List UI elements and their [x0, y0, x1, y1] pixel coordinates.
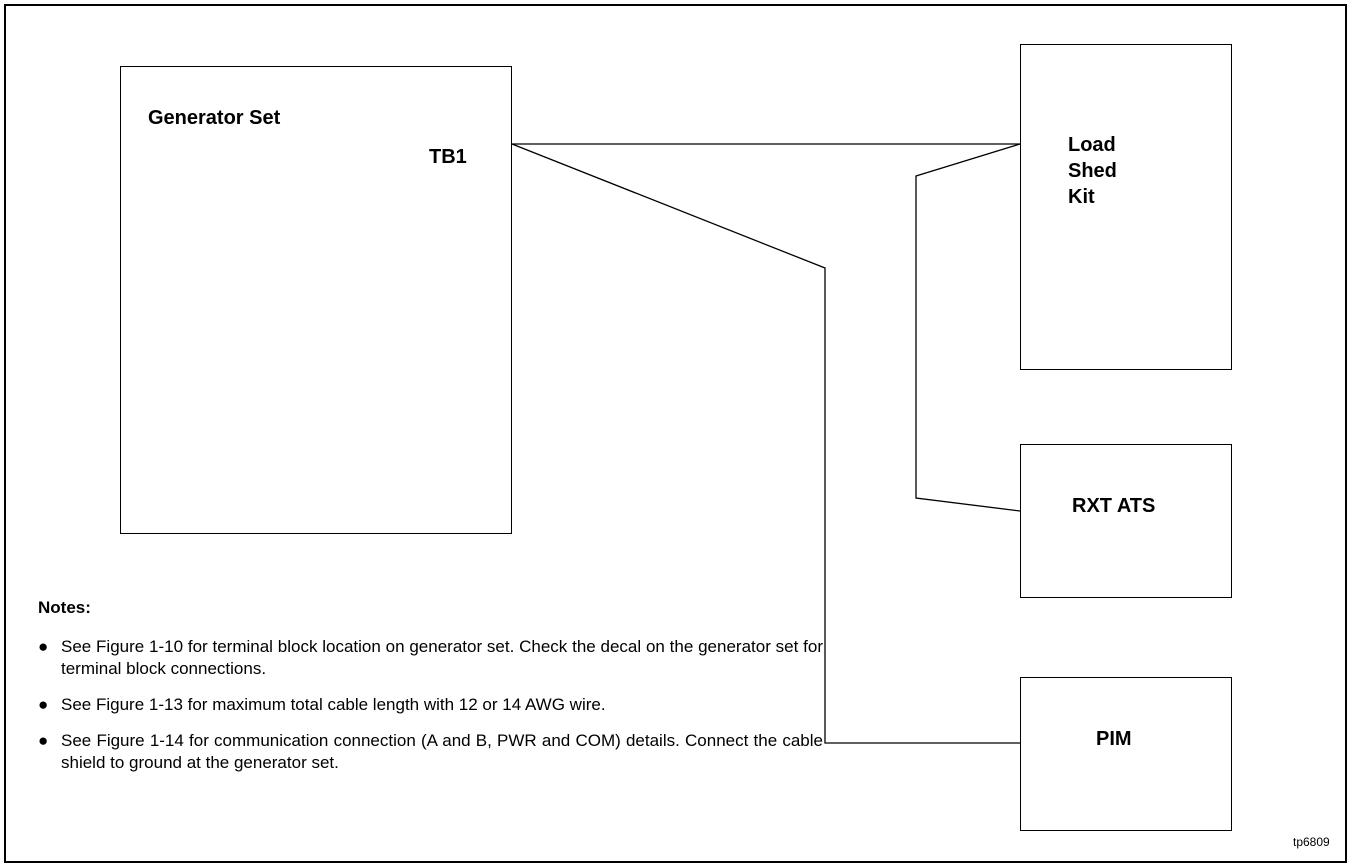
figure-id: tp6809 — [1293, 835, 1330, 849]
rxt-ats-label: RXT ATS — [1072, 495, 1156, 517]
generator-set-label: Generator Set — [148, 107, 281, 129]
note-text: See Figure 1-13 for maximum total cable … — [61, 695, 606, 714]
note-item: ● See Figure 1-10 for terminal block loc… — [38, 636, 823, 680]
load-shed-kit-box — [1020, 44, 1232, 370]
note-item: ● See Figure 1-14 for communication conn… — [38, 730, 823, 774]
pim-label: PIM — [1096, 728, 1132, 750]
notes-heading: Notes: — [38, 598, 91, 617]
load-shed-kit-label: Load Shed Kit — [1068, 134, 1117, 208]
rxt-ats-box — [1020, 444, 1232, 598]
bullet-icon: ● — [38, 731, 49, 750]
wire-to-rxt-ats — [915, 143, 1021, 512]
note-item: ● See Figure 1-13 for maximum total cabl… — [38, 694, 823, 716]
note-text: See Figure 1-14 for communication connec… — [61, 731, 823, 772]
bullet-icon: ● — [38, 695, 49, 714]
notes-section: Notes: ● See Figure 1-10 for terminal bl… — [38, 598, 828, 788]
pim-box — [1020, 677, 1232, 831]
bullet-icon: ● — [38, 637, 49, 656]
terminal-block-label: TB1 — [429, 146, 467, 168]
generator-set-box — [120, 66, 512, 534]
diagram-frame — [4, 4, 1347, 863]
note-text: See Figure 1-10 for terminal block locat… — [61, 637, 823, 678]
wire-to-pim — [511, 143, 1020, 744]
